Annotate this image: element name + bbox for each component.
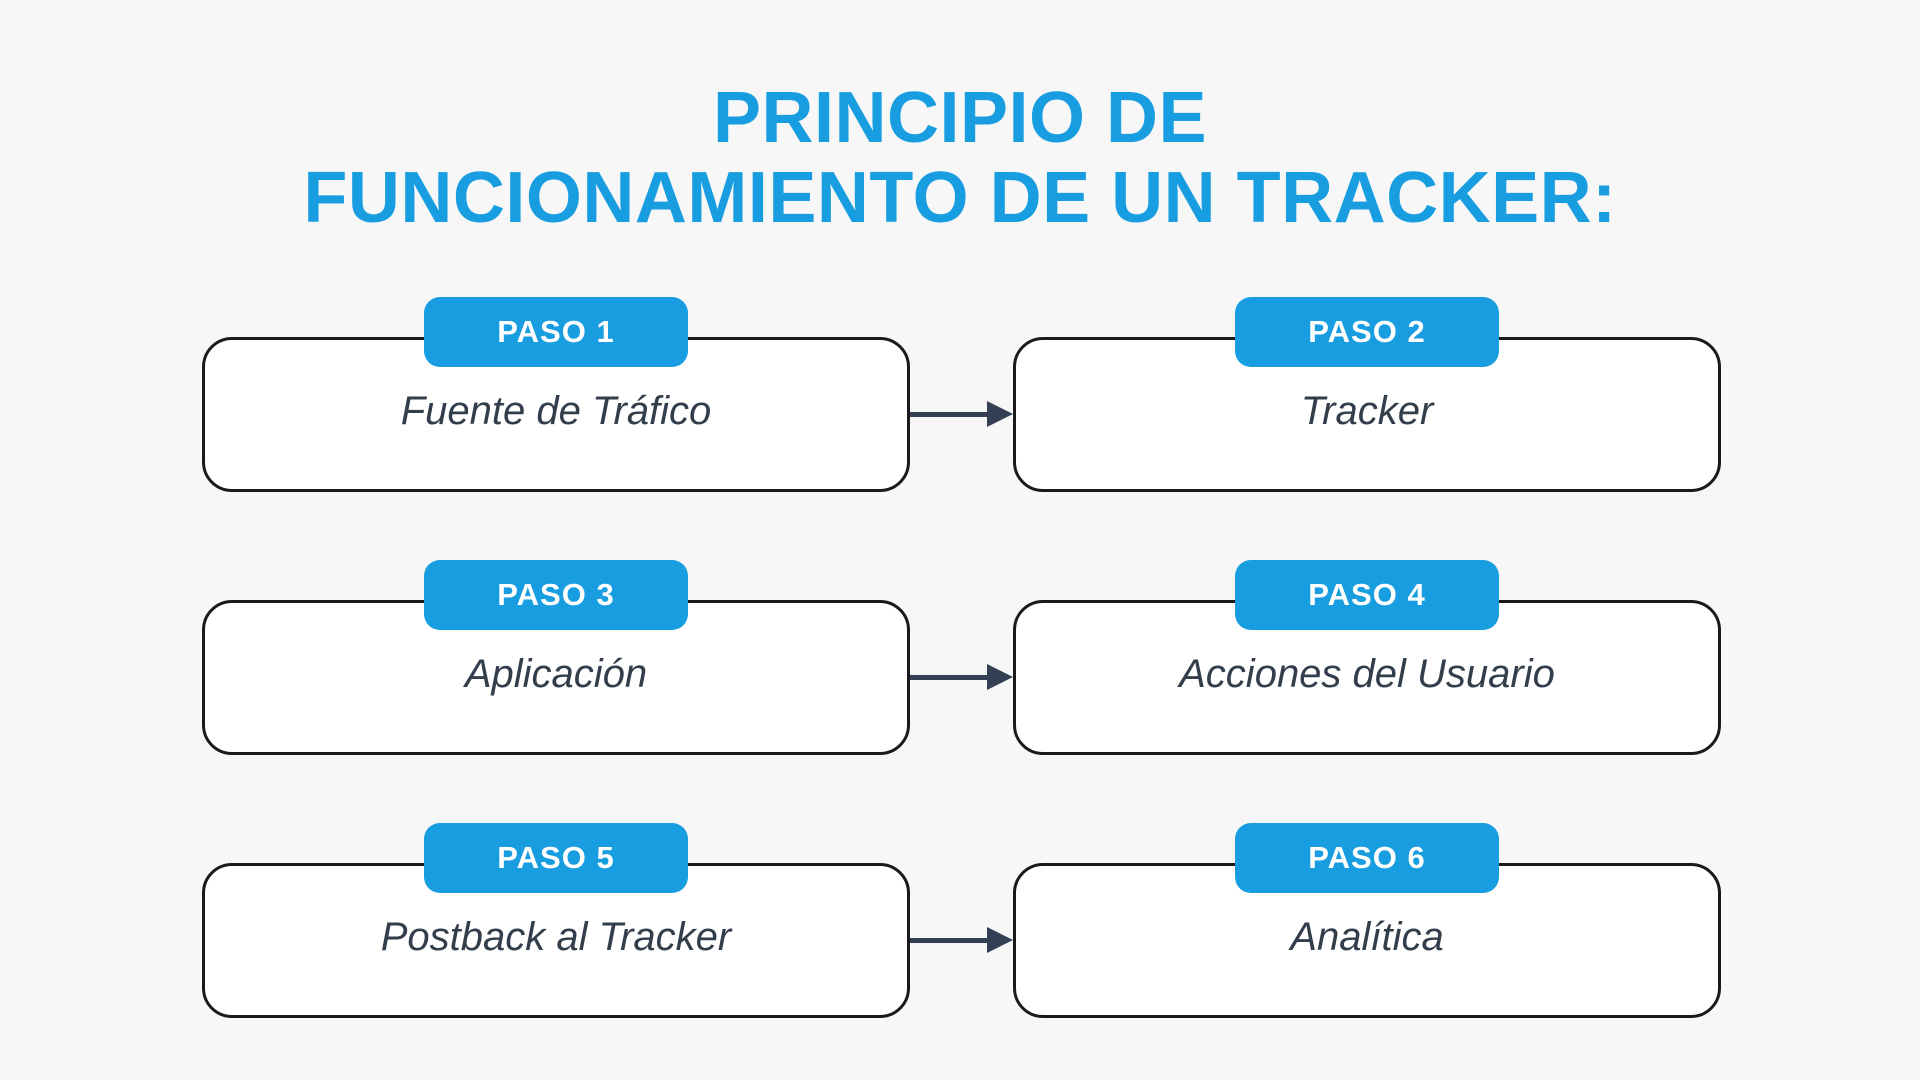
page-title: PRINCIPIO DE FUNCIONAMIENTO DE UN TRACKE… <box>0 78 1920 238</box>
step-5-label: Postback al Tracker <box>380 915 732 959</box>
step-2-badge: PASO 2 <box>1235 297 1499 367</box>
flow-row-1: PASO 1 Fuente de Tráfico PASO 2 Tracker <box>0 297 1920 492</box>
step-6: PASO 6 Analítica <box>1013 823 1721 1018</box>
step-4-label: Acciones del Usuario <box>1179 652 1555 696</box>
arrow-head-icon <box>987 927 1013 953</box>
page-title-line1: PRINCIPIO DE <box>712 78 1208 158</box>
flow-row-3: PASO 5 Postback al Tracker PASO 6 Analít… <box>0 823 1920 1018</box>
arrow-line <box>910 412 989 417</box>
step-1-label: Fuente de Tráfico <box>400 389 712 433</box>
step-4: PASO 4 Acciones del Usuario <box>1013 560 1721 755</box>
arrow-head-icon <box>987 664 1013 690</box>
step-2-label: Tracker <box>1300 389 1434 433</box>
arrow-step3-to-step4 <box>910 664 1013 691</box>
arrow-step1-to-step2 <box>910 401 1013 428</box>
step-1-badge: PASO 1 <box>424 297 688 367</box>
page-title-line2: FUNCIONAMIENTO DE UN TRACKER: <box>303 158 1617 238</box>
arrow-line <box>910 675 989 680</box>
arrow-line <box>910 938 989 943</box>
step-5-badge: PASO 5 <box>424 823 688 893</box>
step-3-label: Aplicación <box>464 652 648 696</box>
step-2: PASO 2 Tracker <box>1013 297 1721 492</box>
step-3-badge: PASO 3 <box>424 560 688 630</box>
step-1: PASO 1 Fuente de Tráfico <box>202 297 910 492</box>
flow-row-2: PASO 3 Aplicación PASO 4 Acciones del Us… <box>0 560 1920 755</box>
arrow-step5-to-step6 <box>910 927 1013 954</box>
step-4-badge: PASO 4 <box>1235 560 1499 630</box>
step-6-badge: PASO 6 <box>1235 823 1499 893</box>
step-3: PASO 3 Aplicación <box>202 560 910 755</box>
step-6-label: Analítica <box>1290 915 1444 959</box>
step-5: PASO 5 Postback al Tracker <box>202 823 910 1018</box>
arrow-head-icon <box>987 401 1013 427</box>
